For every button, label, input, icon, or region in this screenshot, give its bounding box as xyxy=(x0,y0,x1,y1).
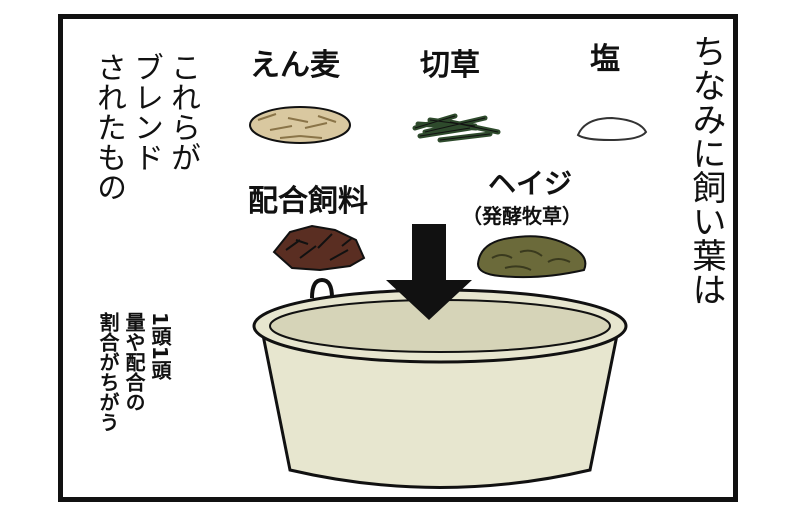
note-col3: 割合がちがう xyxy=(96,312,120,432)
label-haylage: ヘイジ xyxy=(488,167,573,200)
narration-text: ちなみに飼い葉は xyxy=(686,34,726,306)
label-haylage-note: （発酵牧草） xyxy=(462,204,582,228)
compound-feed-pile xyxy=(272,224,366,272)
note-col2: 量や配合の xyxy=(122,312,146,412)
label-oats: えん麦 xyxy=(250,48,340,83)
note-col1: 1頭1頭 xyxy=(148,312,172,380)
haylage-pile xyxy=(476,235,587,279)
label-salt: 塩 xyxy=(590,42,620,77)
chopped-grass-pile xyxy=(412,113,501,143)
salt-pile xyxy=(576,116,648,142)
blended-text-col1: これらが xyxy=(165,52,200,172)
blended-text-col3: されたもの xyxy=(91,52,126,202)
label-compound-feed: 配合飼料 xyxy=(248,184,368,219)
blended-text-col2: ブレンド xyxy=(128,52,163,172)
down-arrow-icon xyxy=(386,224,472,320)
label-chopped-grass: 切草 xyxy=(420,48,480,83)
feed-bucket xyxy=(252,277,628,489)
oats-pile xyxy=(249,106,351,144)
